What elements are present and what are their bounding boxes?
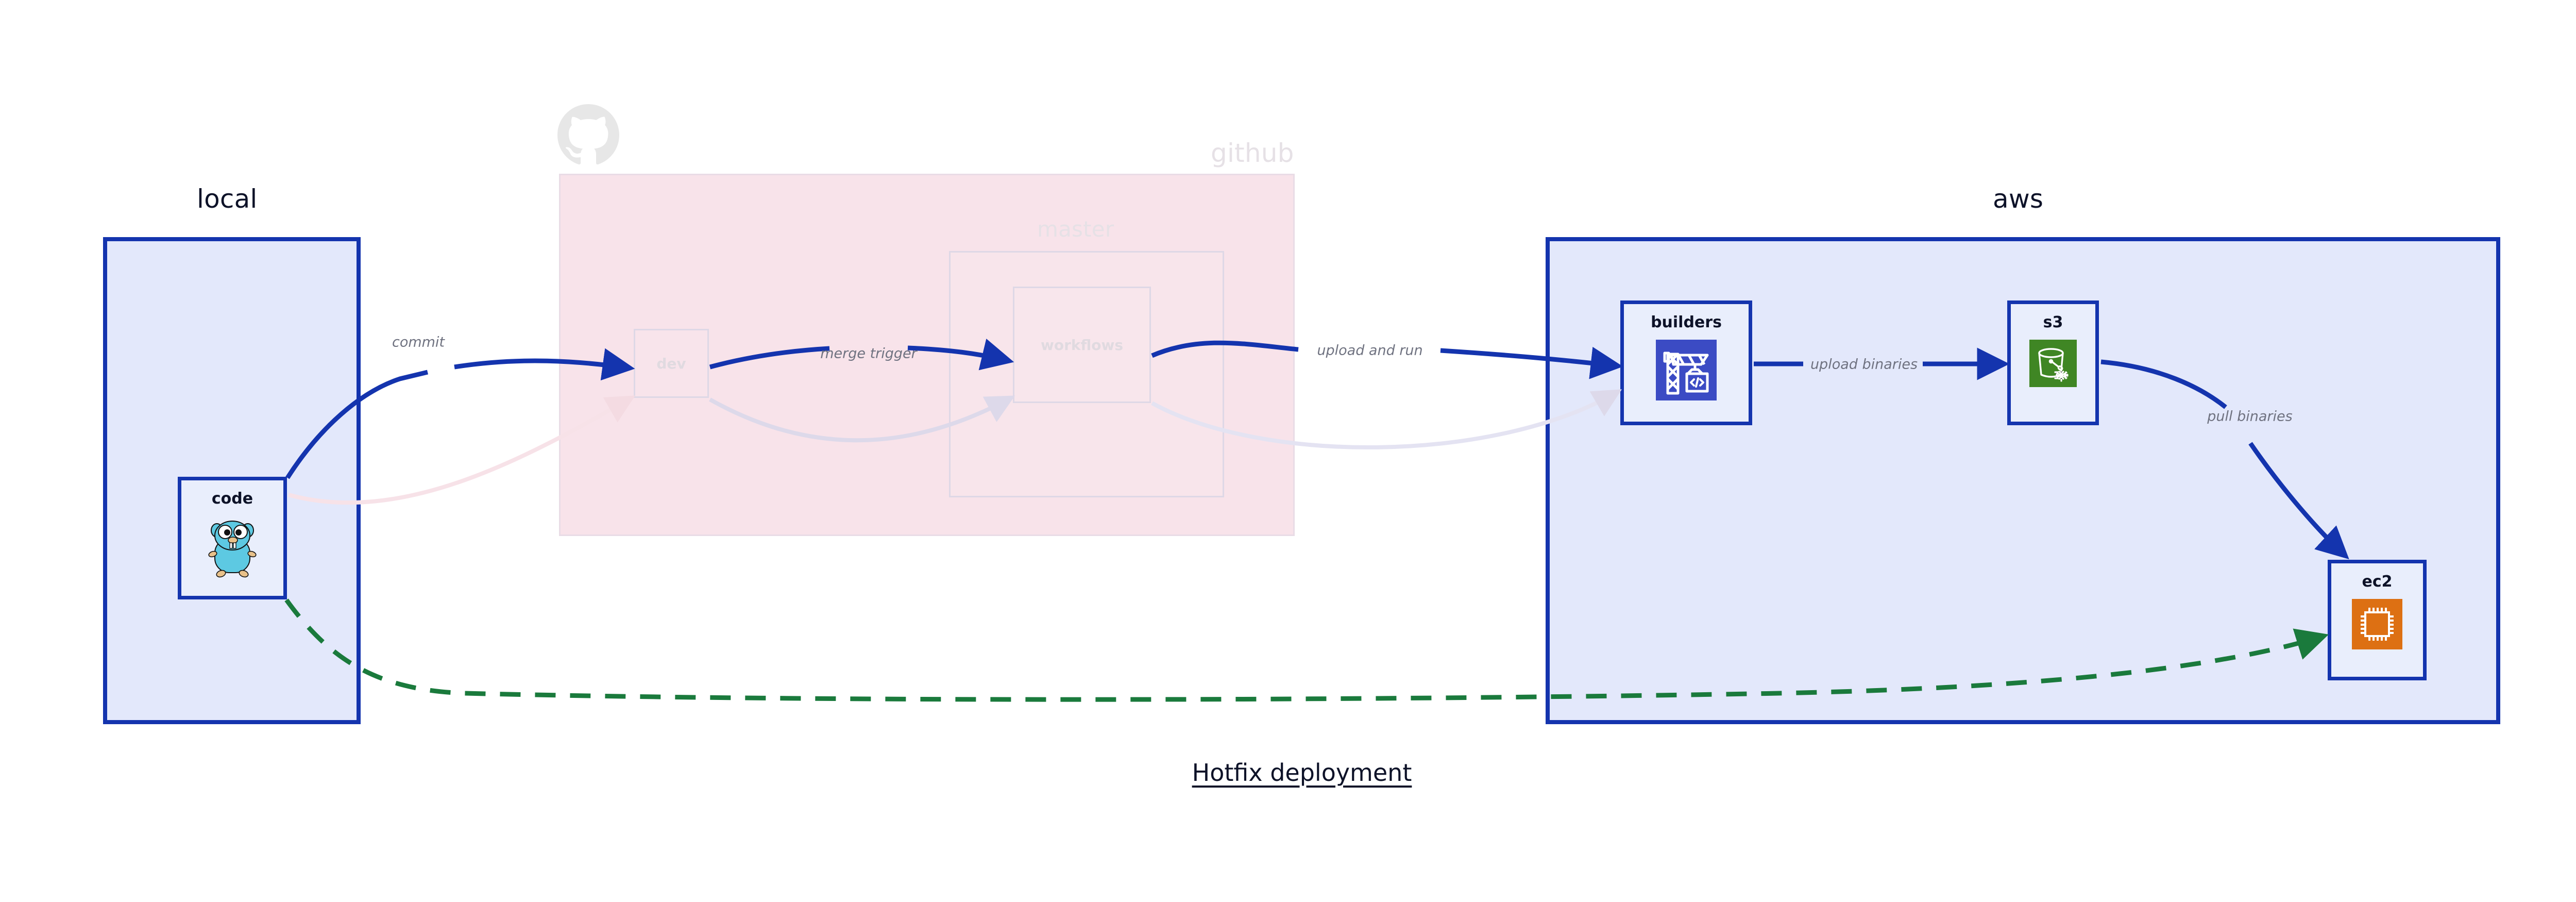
go-gopher-icon <box>205 516 260 580</box>
node-dev[interactable]: dev <box>634 329 709 398</box>
node-code-label: code <box>211 490 253 508</box>
node-ec2[interactable]: ec2 <box>2328 560 2427 680</box>
cluster-local-label: local <box>197 184 258 214</box>
github-logo-icon <box>557 104 619 166</box>
edge-label-merge-trigger: merge trigger <box>820 345 917 362</box>
edge-label-upload-and-run: upload and run <box>1317 342 1423 359</box>
aws-codebuild-icon <box>1656 340 1717 403</box>
cluster-master <box>949 251 1224 497</box>
node-builders[interactable]: builders <box>1620 300 1752 425</box>
cluster-aws-label: aws <box>1993 184 2044 214</box>
node-builders-label: builders <box>1651 313 1722 331</box>
node-s3-label: s3 <box>2043 313 2063 331</box>
node-dev-label: dev <box>656 355 686 372</box>
node-ec2-label: ec2 <box>2362 573 2393 591</box>
diagram-caption: Hotfix deployment <box>1192 759 1412 787</box>
aws-s3-glacier-icon <box>2029 340 2077 389</box>
node-s3[interactable]: s3 <box>2007 300 2099 425</box>
edge-label-upload-binaries: upload binaries <box>1810 356 1918 373</box>
cluster-github-label: github <box>1211 138 1294 168</box>
node-workflows-label: workflows <box>1040 336 1124 354</box>
node-workflows[interactable]: workflows <box>1013 287 1151 403</box>
aws-ec2-icon <box>2352 599 2402 652</box>
cluster-master-label: master <box>1037 216 1114 242</box>
edge-label-commit: commit <box>392 334 445 350</box>
node-code[interactable]: code <box>178 477 287 599</box>
edge-label-pull-binaries: pull binaries <box>2207 408 2293 425</box>
